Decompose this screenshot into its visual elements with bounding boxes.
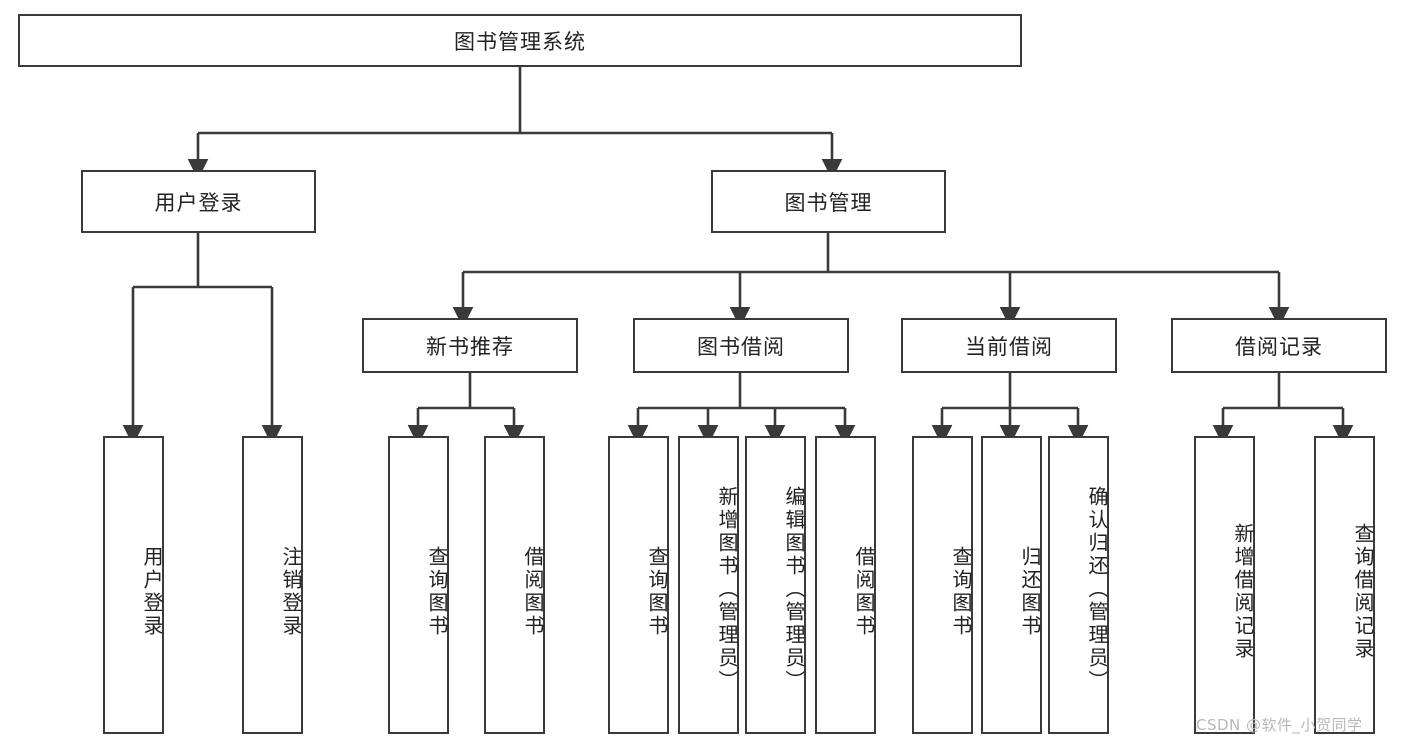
node-leaf-borrow-book-1[interactable]: 借阅图书 — [484, 436, 545, 734]
node-book-manage[interactable]: 图书管理 — [711, 170, 946, 233]
node-leaf-user-login[interactable]: 用户登录 — [103, 436, 164, 734]
node-book-manage-label: 图书管理 — [784, 190, 873, 215]
node-leaf-add-record[interactable]: 新增借阅记录 — [1194, 436, 1255, 734]
node-new-book-recommend-label: 新书推荐 — [426, 334, 514, 359]
node-leaf-add-book-label: 新增图书（管理员） — [715, 485, 739, 693]
node-current-borrow[interactable]: 当前借阅 — [901, 318, 1117, 373]
node-leaf-add-record-label: 新增借阅记录 — [1231, 523, 1255, 661]
node-leaf-confirm-return[interactable]: 确认归还（管理员） — [1048, 436, 1109, 734]
node-root[interactable]: 图书管理系统 — [18, 14, 1022, 67]
node-leaf-query-record-label: 查询借阅记录 — [1351, 523, 1375, 661]
node-leaf-edit-book[interactable]: 编辑图书（管理员） — [745, 436, 806, 734]
node-leaf-return-book[interactable]: 归还图书 — [981, 436, 1042, 734]
node-user-login[interactable]: 用户登录 — [81, 170, 316, 233]
node-current-borrow-label: 当前借阅 — [965, 334, 1053, 359]
node-leaf-query-book-1[interactable]: 查询图书 — [388, 436, 449, 734]
node-leaf-borrow-book-2[interactable]: 借阅图书 — [815, 436, 876, 734]
node-leaf-borrow-book-2-label: 借阅图书 — [852, 546, 876, 638]
node-leaf-user-login-label: 用户登录 — [140, 546, 164, 638]
node-borrow-record-label: 借阅记录 — [1235, 334, 1323, 359]
node-leaf-query-book-3[interactable]: 查询图书 — [912, 436, 973, 734]
node-leaf-add-book[interactable]: 新增图书（管理员） — [678, 436, 739, 734]
node-leaf-return-book-label: 归还图书 — [1018, 546, 1042, 638]
node-leaf-query-book-2-label: 查询图书 — [645, 546, 669, 638]
node-root-label: 图书管理系统 — [454, 29, 586, 54]
node-new-book-recommend[interactable]: 新书推荐 — [362, 318, 578, 373]
node-leaf-edit-book-label: 编辑图书（管理员） — [782, 485, 806, 693]
node-leaf-query-book-3-label: 查询图书 — [949, 546, 973, 638]
node-leaf-query-book-2[interactable]: 查询图书 — [608, 436, 669, 734]
node-leaf-logout-label: 注销登录 — [279, 546, 303, 638]
node-leaf-borrow-book-1-label: 借阅图书 — [521, 546, 545, 638]
node-book-borrow-label: 图书借阅 — [697, 334, 785, 359]
node-leaf-confirm-return-label: 确认归还（管理员） — [1085, 485, 1109, 693]
node-leaf-query-book-1-label: 查询图书 — [425, 546, 449, 638]
node-book-borrow[interactable]: 图书借阅 — [633, 318, 849, 373]
node-user-login-label: 用户登录 — [154, 190, 243, 215]
node-leaf-query-record[interactable]: 查询借阅记录 — [1314, 436, 1375, 734]
node-borrow-record[interactable]: 借阅记录 — [1171, 318, 1387, 373]
node-leaf-logout[interactable]: 注销登录 — [242, 436, 303, 734]
